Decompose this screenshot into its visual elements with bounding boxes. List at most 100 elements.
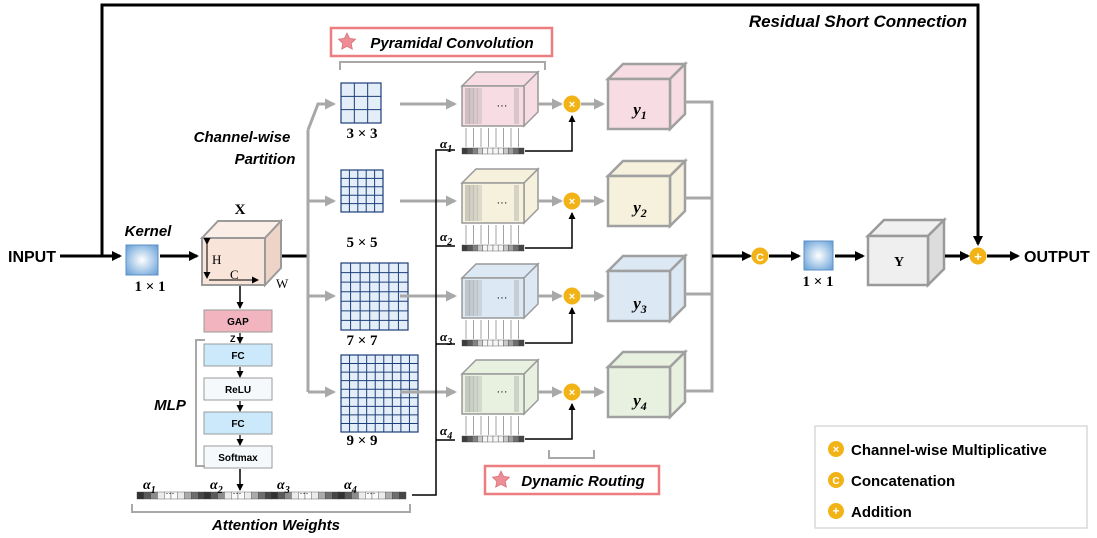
stack-slice — [469, 280, 474, 316]
dynamic-label: Dynamic Routing — [521, 473, 644, 490]
pyramidal-label: Pyramidal Convolution — [370, 35, 533, 52]
attention-cell — [203, 491, 212, 500]
weight-strip-cell — [487, 244, 494, 252]
attention-ellipsis-2: ··· — [233, 488, 242, 498]
stack-slice — [473, 185, 478, 221]
routing-lines — [412, 149, 455, 496]
attention-cell — [136, 491, 145, 500]
merge-lines — [685, 100, 752, 393]
stack-slice — [514, 88, 519, 124]
strip-to-multiply-arrow — [525, 307, 576, 344]
attention-cell — [392, 491, 400, 500]
y-cube-front — [606, 174, 672, 228]
channel-wise-label: Channel-wise — [194, 129, 291, 146]
legend-multiply-icon — [828, 441, 844, 457]
legend-add-symbol: + — [832, 504, 839, 518]
weight-strip-cell — [492, 435, 499, 443]
relu-label: ReLU — [225, 385, 251, 396]
weight-strip-cell — [508, 435, 514, 443]
weight-strip-cell — [518, 147, 525, 155]
stack-slice — [469, 376, 474, 412]
weight-strip-cell — [487, 435, 494, 443]
weight-strip-cell — [466, 244, 473, 252]
weight-strip-cell — [492, 244, 499, 252]
attention-cell — [318, 491, 326, 500]
dynamic-bracket — [548, 450, 595, 459]
multiply-icon — [563, 287, 581, 305]
weight-strip-cell — [461, 244, 468, 252]
stack-front — [461, 85, 525, 127]
output-kernel-size: 1 × 1 — [802, 274, 833, 290]
weight-strip-cell — [487, 339, 494, 347]
y-cube-front — [606, 269, 672, 323]
add-operator: + — [969, 247, 987, 265]
input-label: INPUT — [8, 249, 56, 266]
weight-strip-cell — [477, 339, 483, 347]
branch-ellipsis-3: ··· — [497, 292, 508, 304]
attention-cell — [184, 491, 192, 500]
attention-cell — [258, 491, 266, 500]
stack-slice — [477, 185, 482, 221]
pyramidal-star-icon — [337, 32, 357, 50]
y-label-2: y2 — [631, 198, 647, 220]
stack-slice — [469, 88, 474, 124]
stack-slice — [465, 376, 470, 412]
stack-slice — [465, 185, 470, 221]
kernel-size-5: 5 × 5 — [346, 235, 377, 251]
kernel-grid-frame — [340, 169, 384, 213]
branch-2: × — [400, 157, 689, 252]
weight-strip-cell — [497, 339, 504, 347]
y-label-1: y1 — [631, 100, 647, 122]
stack-front — [461, 277, 525, 319]
pyramidal-convolution-box — [329, 26, 554, 58]
z-label: Z — [230, 334, 236, 344]
legend-concat-symbol: C — [832, 476, 839, 487]
attention-cell — [157, 491, 165, 500]
weight-strip-cell — [492, 339, 499, 347]
attention-cell — [244, 491, 252, 500]
stack-slice — [473, 88, 478, 124]
multiply-icon — [563, 383, 581, 401]
attention-cell — [291, 491, 299, 500]
weight-strip-cell — [477, 147, 483, 155]
weight-strip-cell — [466, 435, 473, 443]
kernel-size-3: 3 × 3 — [346, 126, 377, 142]
weight-strip-cell — [503, 244, 509, 252]
weight-strip-cell — [503, 435, 509, 443]
stack-slice — [477, 88, 482, 124]
kernel-grid-frame — [340, 262, 409, 331]
branch-ellipsis-2: ··· — [497, 197, 508, 209]
multiply-icon — [563, 192, 581, 210]
relu-box — [203, 377, 273, 401]
branch-4: × — [400, 348, 689, 443]
weight-strip-cell — [472, 244, 478, 252]
branch-ellipsis-4: ··· — [497, 386, 508, 398]
weight-strip-cell — [461, 435, 468, 443]
y-label-3: y3 — [631, 294, 647, 316]
weight-strip-cell — [508, 147, 514, 155]
attention-cell — [399, 491, 407, 500]
attention-cell — [325, 491, 333, 500]
residual-connection — [100, 3, 983, 255]
kernel-grid-2 — [340, 169, 384, 213]
attention-cell — [143, 491, 151, 500]
add-symbol: + — [974, 249, 982, 264]
weight-strip-cell — [497, 435, 504, 443]
multiply-symbol: × — [569, 291, 575, 303]
partition-label: Partition — [235, 151, 296, 168]
weight-strip-cell — [497, 147, 504, 155]
pyramidal-bracket — [339, 61, 546, 70]
stack-slice — [514, 280, 519, 316]
weight-strip-cell — [513, 147, 520, 155]
h-label: H — [212, 252, 221, 267]
weight-strip-cell — [482, 147, 489, 155]
branch-ellipses: ··· ··· ··· ··· — [497, 100, 508, 398]
concat-operator: C — [751, 247, 769, 265]
softmax-box — [203, 445, 273, 469]
fc2-box — [203, 411, 273, 435]
w-label: W — [276, 276, 289, 291]
x-label: X — [235, 202, 246, 218]
attention-alpha-labels: α1 α2 α3 α4 — [143, 478, 357, 496]
weight-strip-cell — [472, 339, 478, 347]
stack-slice — [477, 280, 482, 316]
